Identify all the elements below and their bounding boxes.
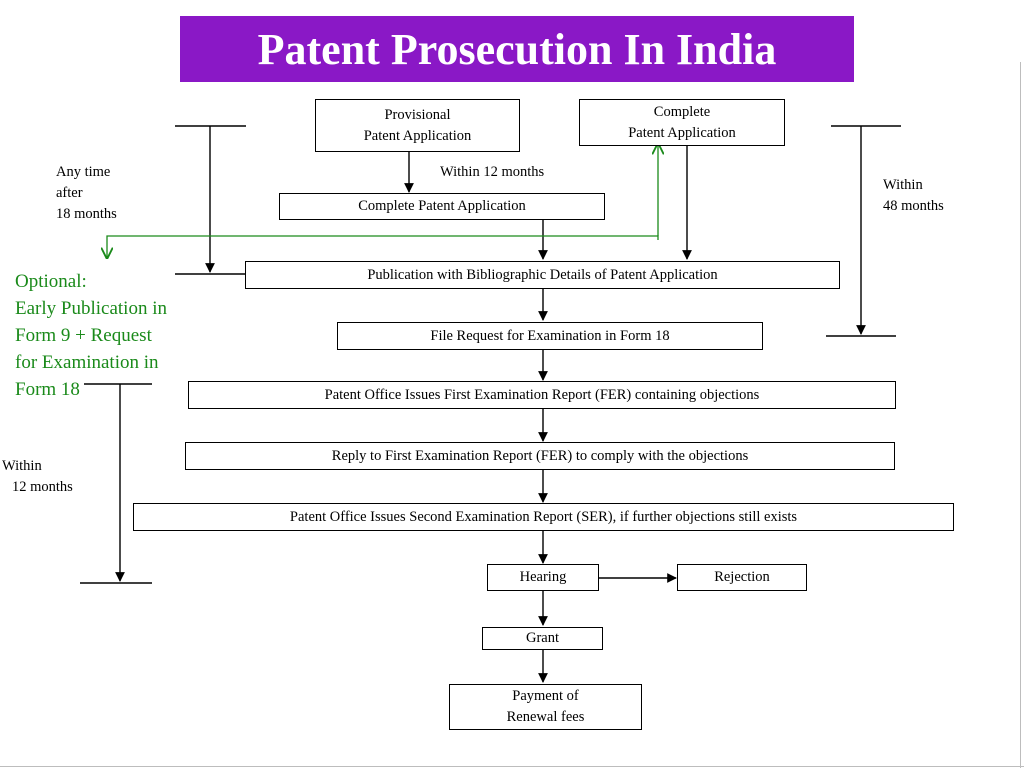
within-12-months-label: Within 12 months (440, 164, 545, 180)
within-48-line2: 48 months (883, 198, 944, 214)
optional-line-4: for Examination in (15, 352, 159, 373)
publication-box: Publication with Bibliographic Details o… (245, 261, 840, 289)
bottom-edge-line (0, 766, 1024, 767)
ser-box: Patent Office Issues Second Examination … (133, 503, 954, 531)
optional-line-2: Early Publication in (15, 298, 167, 319)
rejection-box: Rejection (677, 564, 807, 591)
right-edge-line (1020, 62, 1021, 768)
complete-application-box: Complete Patent Application (279, 193, 605, 220)
optional-note: Optional: Early Publication in Form 9 + … (15, 268, 167, 403)
grant-box: Grant (482, 627, 603, 650)
complete-application-top-box: Complete Patent Application (579, 99, 785, 146)
any-time-line1: Any time (56, 164, 111, 180)
within-48-months-label: Within 48 months (883, 175, 944, 217)
examination-request-box: File Request for Examination in Form 18 (337, 322, 763, 350)
within-12-left-line1: Within (2, 458, 42, 474)
renewal-line1: Payment of (512, 688, 579, 704)
any-time-label: Any time after 18 months (56, 162, 117, 225)
page-title: Patent Prosecution In India (180, 16, 854, 82)
hearing-box: Hearing (487, 564, 599, 591)
renewal-fees-box: Payment of Renewal fees (449, 684, 642, 730)
optional-line-1: Optional: (15, 271, 87, 292)
reply-fer-box: Reply to First Examination Report (FER) … (185, 442, 895, 470)
fer-box: Patent Office Issues First Examination R… (188, 381, 896, 409)
any-time-line3: 18 months (56, 206, 117, 222)
optional-path-line (107, 235, 659, 258)
provisional-application-box: Provisional Patent Application (315, 99, 520, 152)
optional-line-3: Form 9 + Request (15, 325, 152, 346)
complete-top-line2: Patent Application (628, 124, 736, 141)
within-12-months-left-label: Within 12 months (2, 456, 73, 498)
within-48-line1: Within (883, 177, 923, 193)
optional-line-5: Form 18 (15, 379, 80, 400)
complete-top-line1: Complete (653, 103, 711, 120)
provisional-line1: Provisional (384, 106, 451, 123)
renewal-line2: Renewal fees (506, 709, 585, 725)
within-12-left-line2: 12 months (12, 479, 73, 495)
provisional-line2: Patent Application (363, 127, 472, 144)
any-time-line2: after (56, 185, 83, 201)
